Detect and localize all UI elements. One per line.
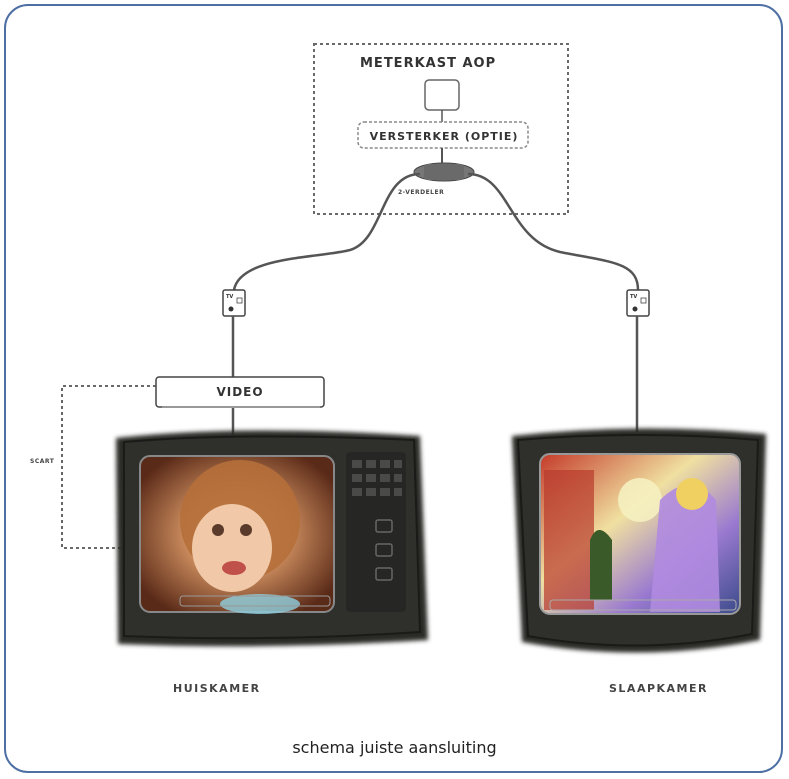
meter-box [313,43,569,215]
scart-label: SCART [30,458,55,465]
amplifier-label: VERSTERKER (OPTIE) [369,130,519,143]
room-right-label: SLAAPKAMER [609,682,708,695]
room-left-label: HUISKAMER [173,682,261,695]
splitter-label: 2-VERDELER [398,189,445,196]
tv-bedroom [512,428,766,653]
cable-right [467,172,640,291]
scart-link [61,385,156,549]
incoming-connection-box [424,79,460,111]
wall-socket-left-label: TV [226,294,234,300]
tv-living-room [116,430,428,647]
meter-box-label: METERKAST AOP [360,56,497,71]
amplifier-box [357,121,529,149]
wall-socket-right-label: TV [630,294,638,300]
cable-left [232,172,421,291]
video-label: VIDEO [216,385,264,399]
diagram-caption: schema juiste aansluiting [292,738,497,757]
